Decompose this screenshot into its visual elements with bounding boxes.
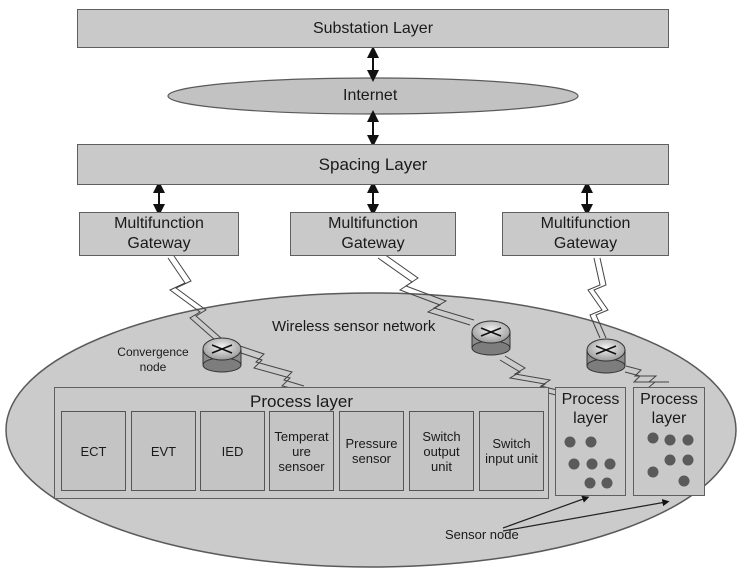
substation-layer-label: Substation Layer bbox=[312, 19, 434, 37]
device-ied: IED bbox=[200, 411, 265, 491]
multifunction-gateway-3: Multifunction Gateway bbox=[502, 212, 669, 256]
substation-layer-box: Substation Layer bbox=[77, 9, 669, 48]
wireless-link-gateway1-convergence bbox=[167, 257, 216, 341]
device-switch-output-line3: unit bbox=[431, 458, 452, 474]
device-evt-label: EVT bbox=[150, 443, 177, 459]
device-temp-line1: Temperat bbox=[274, 428, 329, 444]
gateway-3-line2: Gateway bbox=[553, 235, 618, 252]
gateway-2-line2: Gateway bbox=[341, 235, 405, 252]
router-icon-network-3 bbox=[586, 338, 626, 374]
gateway-2-line1: Multifunction bbox=[328, 215, 418, 232]
gateway-1-line1: Multifunction bbox=[114, 215, 204, 232]
device-ect: ECT bbox=[61, 411, 126, 491]
device-switch-input-line2: input unit bbox=[485, 451, 538, 466]
convergence-node-label: Convergence node bbox=[113, 345, 193, 375]
device-temp-line3: sensoer bbox=[278, 458, 325, 474]
router-icon-network-2 bbox=[471, 320, 511, 356]
device-switch-output-unit: Switch output unit bbox=[409, 411, 474, 491]
device-switch-output-line1: Switch bbox=[422, 428, 461, 444]
device-switch-input-line1: Switch bbox=[492, 436, 531, 451]
device-ect-label: ECT bbox=[80, 443, 107, 459]
wireless-sensor-network-label: Wireless sensor network bbox=[272, 318, 436, 335]
device-pressure-line1: Pressure bbox=[345, 436, 398, 451]
process-layer-small-1: Process layer bbox=[555, 387, 626, 496]
wireless-link-convergence-process bbox=[237, 351, 301, 391]
sensor-node-label: Sensor node bbox=[445, 527, 519, 542]
convergence-node-line1: Convergence bbox=[117, 345, 189, 359]
multifunction-gateway-1: Multifunction Gateway bbox=[79, 212, 239, 256]
device-temp-line2: ure bbox=[292, 443, 311, 459]
device-switch-output-line2: output bbox=[423, 443, 460, 459]
process-layer-small-2-line1: Process bbox=[640, 391, 698, 408]
device-pressure-line2: sensor bbox=[351, 451, 392, 466]
multifunction-gateway-2: Multifunction Gateway bbox=[290, 212, 456, 256]
process-layer-small-2: Process layer bbox=[633, 387, 705, 496]
process-layer-main-title: Process layer bbox=[250, 392, 353, 411]
internet-label: Internet bbox=[343, 87, 398, 104]
process-layer-small-1-line1: Process bbox=[561, 391, 620, 408]
sensor-node-arrow-2 bbox=[502, 499, 670, 532]
device-evt: EVT bbox=[131, 411, 196, 491]
device-switch-input-unit: Switch input unit bbox=[479, 411, 544, 491]
device-temperature-sensor: Temperat ure sensoer bbox=[269, 411, 334, 491]
wireless-link-gateway3-router bbox=[587, 257, 603, 339]
sensor-node-arrow-1 bbox=[502, 495, 590, 529]
router-icon-convergence bbox=[202, 337, 242, 373]
gateway-1-line2: Gateway bbox=[127, 235, 191, 252]
spacing-layer-box: Spacing Layer bbox=[77, 144, 669, 185]
gateway-3-line1: Multifunction bbox=[540, 215, 631, 232]
process-layer-small-1-line2: layer bbox=[573, 410, 608, 427]
wireless-link-gateway2-router bbox=[377, 257, 471, 326]
process-layer-small-2-line2: layer bbox=[651, 410, 687, 427]
convergence-node-line2: node bbox=[139, 360, 167, 374]
spacing-layer-label: Spacing Layer bbox=[318, 154, 428, 174]
device-ied-label: IED bbox=[221, 443, 244, 459]
device-pressure-sensor: Pressure sensor bbox=[339, 411, 404, 491]
